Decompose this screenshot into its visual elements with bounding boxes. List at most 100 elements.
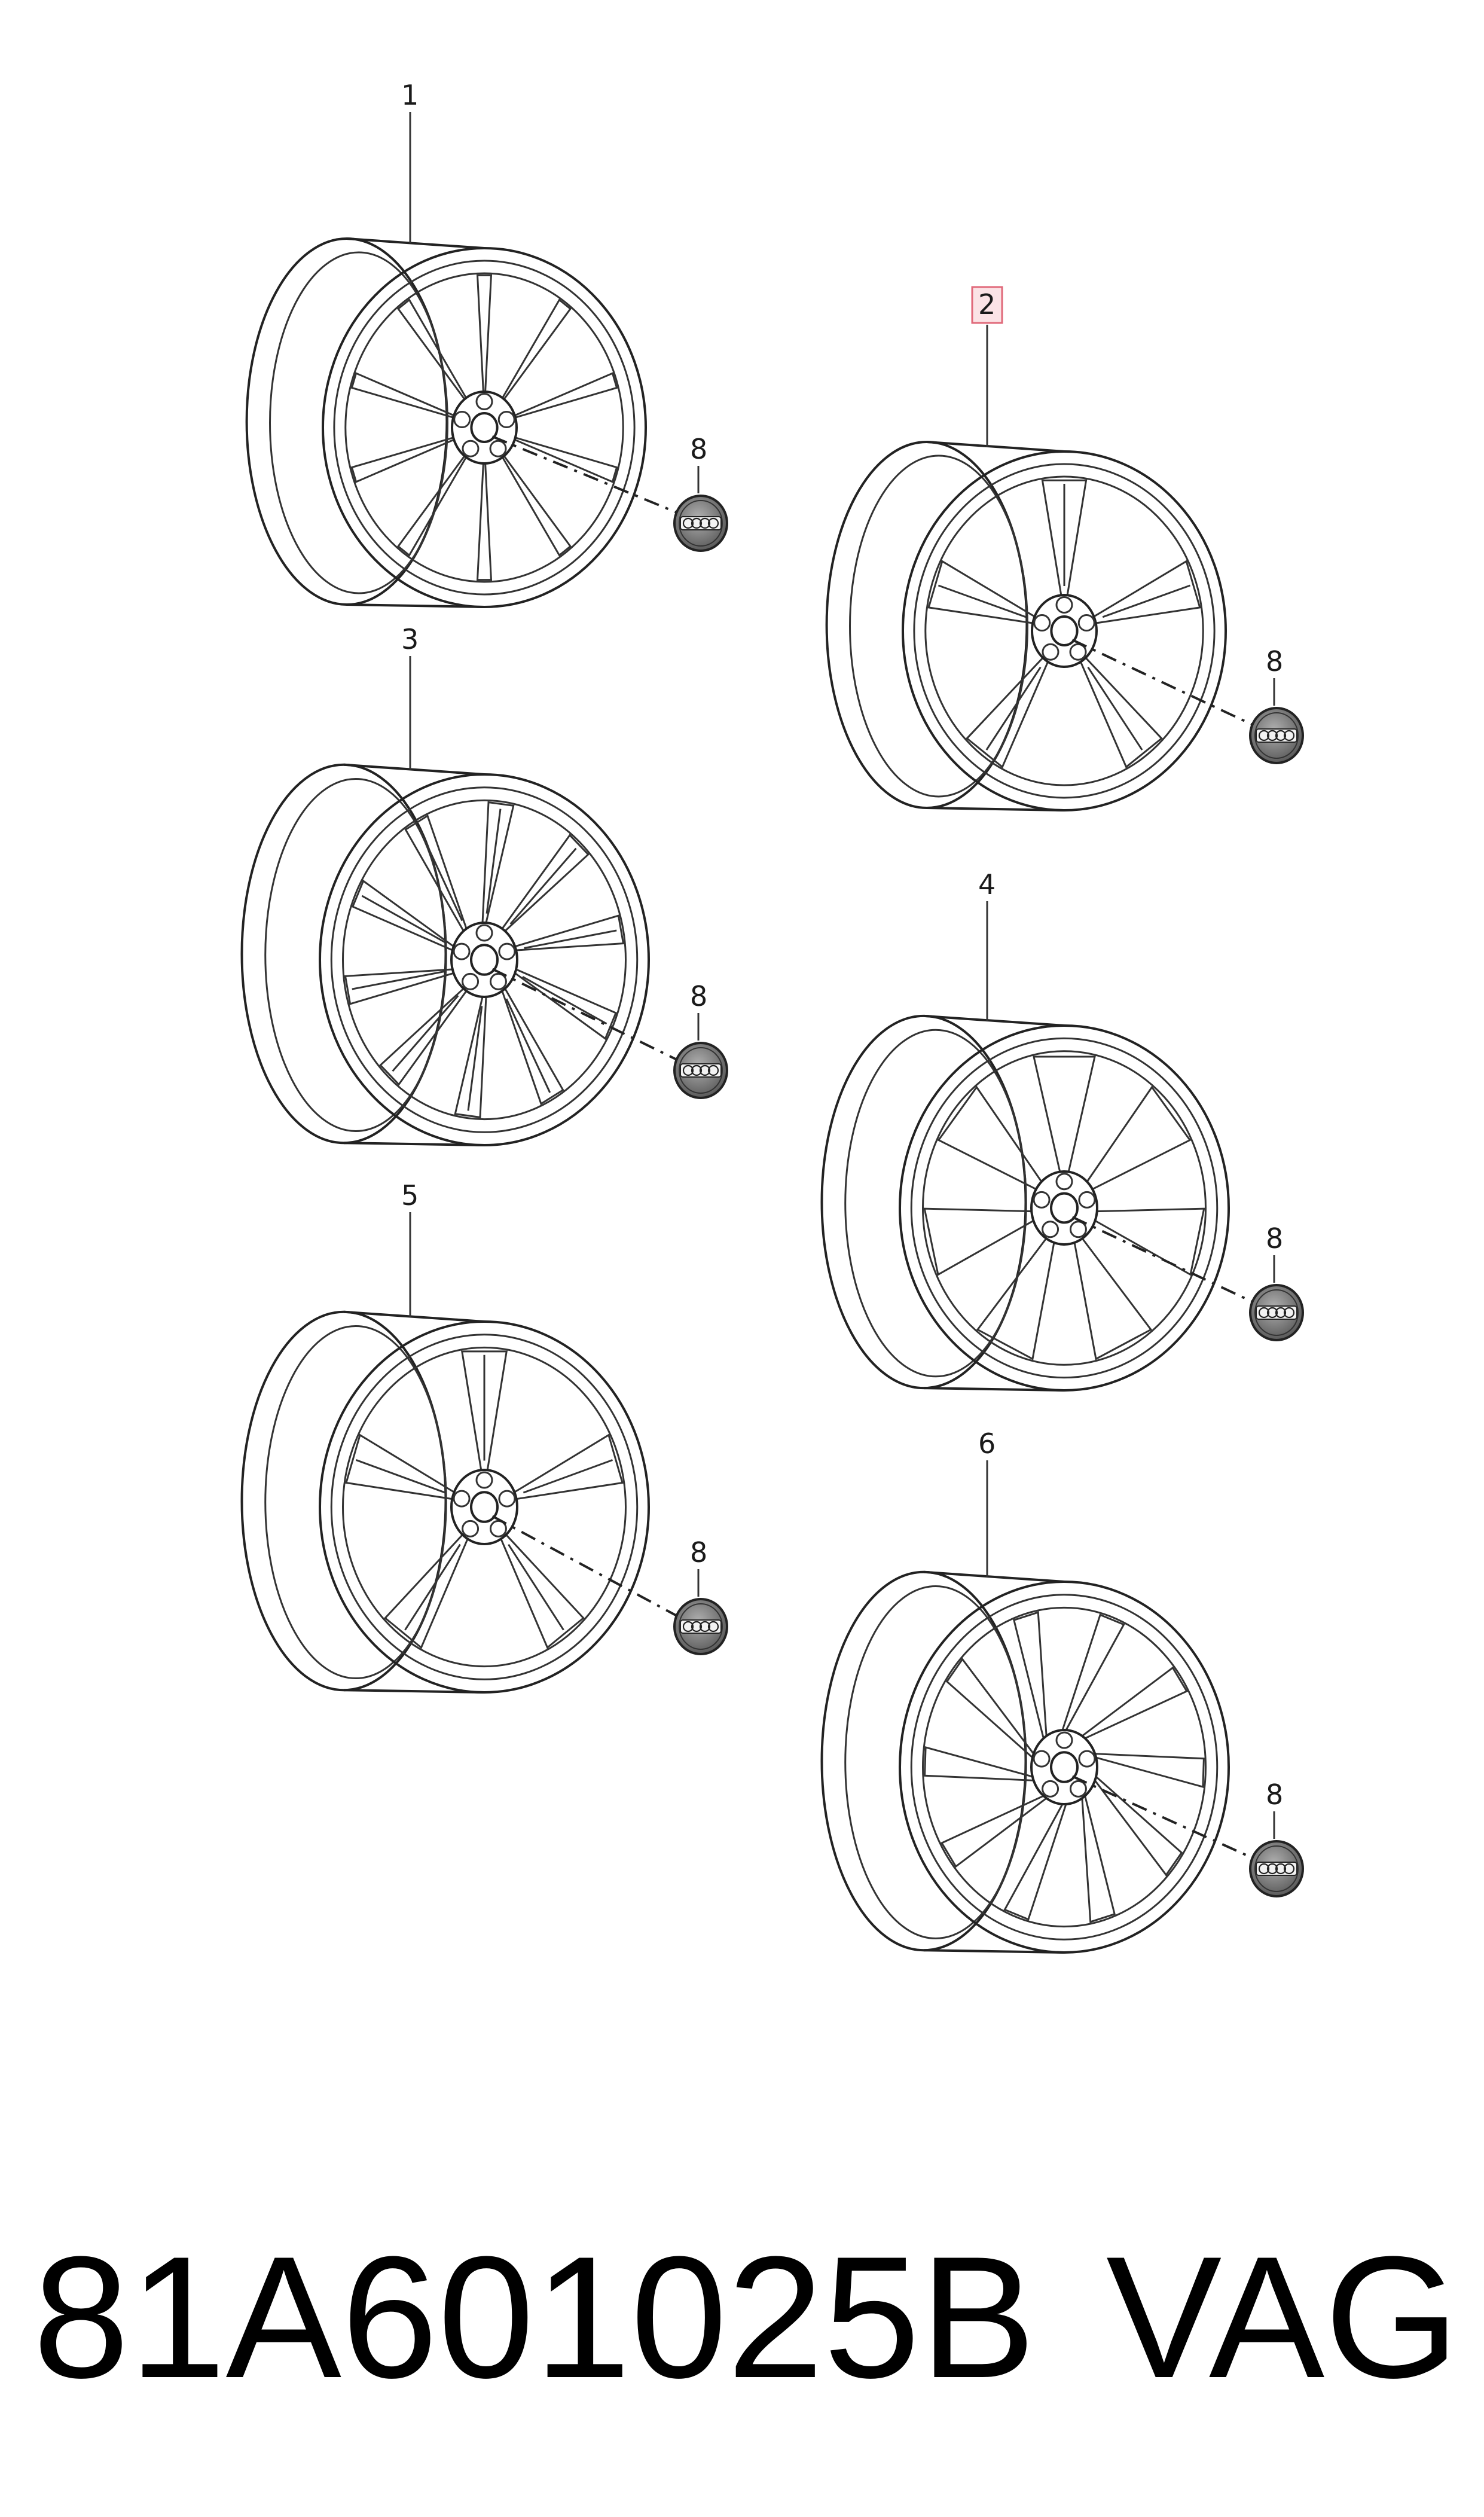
spoke-groove-3-9 xyxy=(417,826,463,922)
spoke-groove-2-4 xyxy=(938,584,1027,618)
hub-5 xyxy=(450,1469,518,1545)
lug-hole-4-2 xyxy=(1069,1221,1087,1238)
hub-1 xyxy=(451,390,518,465)
cap-logo-ring xyxy=(699,1064,711,1076)
spoke-4-6 xyxy=(937,1085,1043,1191)
spoke-groove-3-7 xyxy=(352,971,445,990)
callout-label-6: 6 xyxy=(978,1427,996,1460)
cap-logo-ring xyxy=(1266,1863,1278,1875)
lug-hole-1-4 xyxy=(453,411,471,429)
rim-inner-back-3 xyxy=(264,778,447,1132)
rim-lip-6 xyxy=(910,1594,1219,1941)
lug-hole-5-4 xyxy=(453,1490,471,1508)
center-bore-4 xyxy=(1050,1192,1079,1224)
hub-3 xyxy=(450,922,518,998)
spokes-6 xyxy=(924,1611,1205,1923)
spoke-groove-3-0 xyxy=(485,809,502,914)
cap-logo-ring xyxy=(699,1621,711,1633)
cap-label-1: 8 xyxy=(690,433,707,465)
center-bore-2 xyxy=(1050,615,1079,646)
barrel-bottom-5 xyxy=(343,1689,485,1694)
cap-logo-ring xyxy=(1258,1307,1270,1319)
hub-2 xyxy=(1031,594,1098,668)
cap-rim xyxy=(679,500,723,547)
spoke-4-5 xyxy=(923,1207,1035,1276)
spoke-groove-5-4 xyxy=(356,1459,446,1494)
spoke-6-7 xyxy=(924,1746,1035,1781)
cap-rim xyxy=(1254,712,1299,759)
rim-well-3 xyxy=(342,799,627,1121)
cap-logo-icon xyxy=(1256,1305,1297,1320)
rim-inner-back-1 xyxy=(269,251,448,594)
axis-line-3 xyxy=(491,968,677,1061)
brand-name: VAG xyxy=(1106,2220,1459,2414)
cap-logo-ring xyxy=(691,1621,703,1633)
axis-line-2 xyxy=(1071,639,1253,726)
spoke-groove-3-6 xyxy=(392,994,459,1072)
lug-hole-1-2 xyxy=(489,440,507,457)
spoke-1-9 xyxy=(396,298,468,401)
hub-4 xyxy=(1030,1170,1098,1246)
rim-face-4 xyxy=(899,1024,1230,1392)
rim-inner-back-2 xyxy=(849,454,1028,798)
callout-label-2: 2 xyxy=(978,288,996,321)
cap-logo-ring xyxy=(707,1064,719,1076)
spoke-groove-3-4 xyxy=(505,998,551,1093)
lug-hole-2-4 xyxy=(1033,614,1051,632)
rim-face-5 xyxy=(319,1320,650,1694)
spoke-groove-2-3 xyxy=(985,666,1042,750)
spokes-4 xyxy=(923,1055,1205,1360)
cap-rim xyxy=(679,1603,723,1650)
rim-well-6 xyxy=(922,1606,1207,1928)
spoke-6-9 xyxy=(1013,1611,1048,1740)
lug-hole-2-3 xyxy=(1042,643,1059,661)
barrel-bottom-2 xyxy=(926,807,1065,811)
spoke-groove-2-2 xyxy=(1087,666,1143,750)
callout-6: 6 xyxy=(978,1427,996,1577)
wheel-6: 8 xyxy=(820,1570,1304,1954)
barrel-top-3 xyxy=(343,763,485,776)
spoke-1-6 xyxy=(396,454,468,557)
barrel-bottom-3 xyxy=(343,1142,485,1146)
rim-inner-back-4 xyxy=(844,1029,1027,1378)
spokes-5 xyxy=(345,1350,624,1649)
lug-hole-5-0 xyxy=(475,1471,493,1489)
wheel-5: 8 xyxy=(240,1310,728,1694)
lug-hole-1-1 xyxy=(497,411,515,429)
spoke-1-4 xyxy=(501,454,572,557)
rim-well-5 xyxy=(342,1346,627,1668)
barrel-bottom-6 xyxy=(923,1949,1065,1954)
cap-logo-icon xyxy=(680,1619,722,1634)
spoke-6-4 xyxy=(1081,1794,1116,1923)
wheel-1: 8 xyxy=(245,237,728,608)
lug-hole-3-2 xyxy=(489,972,507,990)
center-bore-5 xyxy=(470,1491,499,1523)
callout-1: 1 xyxy=(401,79,419,243)
lug-hole-3-0 xyxy=(475,924,493,942)
lug-hole-6-0 xyxy=(1055,1731,1073,1749)
lug-hole-2-0 xyxy=(1055,596,1073,614)
spoke-1-1 xyxy=(501,298,572,401)
callout-2: 2 xyxy=(971,286,1003,447)
spoke-6-2 xyxy=(1094,1753,1205,1789)
spoke-groove-5-3 xyxy=(404,1543,461,1631)
spoke-1-3 xyxy=(514,436,618,483)
rim-well-1 xyxy=(344,272,624,583)
rim-well-4 xyxy=(922,1050,1207,1366)
cap-label-2: 8 xyxy=(1266,645,1283,678)
part-number: 81A601025B xyxy=(33,2220,1036,2414)
cap-logo-ring xyxy=(1266,730,1278,742)
cap-logo-ring xyxy=(691,517,703,529)
center-bore-3 xyxy=(470,944,499,976)
rim-lip-4 xyxy=(910,1037,1219,1379)
spoke-groove-3-1 xyxy=(509,847,577,925)
rim-lip-5 xyxy=(330,1334,639,1680)
spoke-groove-3-8 xyxy=(361,895,447,944)
spoke-4-2 xyxy=(1094,1207,1205,1276)
axis-line-4 xyxy=(1071,1216,1253,1303)
hub-6 xyxy=(1030,1729,1098,1805)
lug-hole-5-3 xyxy=(462,1520,480,1537)
center-cap-4 xyxy=(1249,1284,1304,1341)
lug-hole-2-1 xyxy=(1077,614,1095,632)
lug-hole-5-1 xyxy=(498,1490,516,1508)
